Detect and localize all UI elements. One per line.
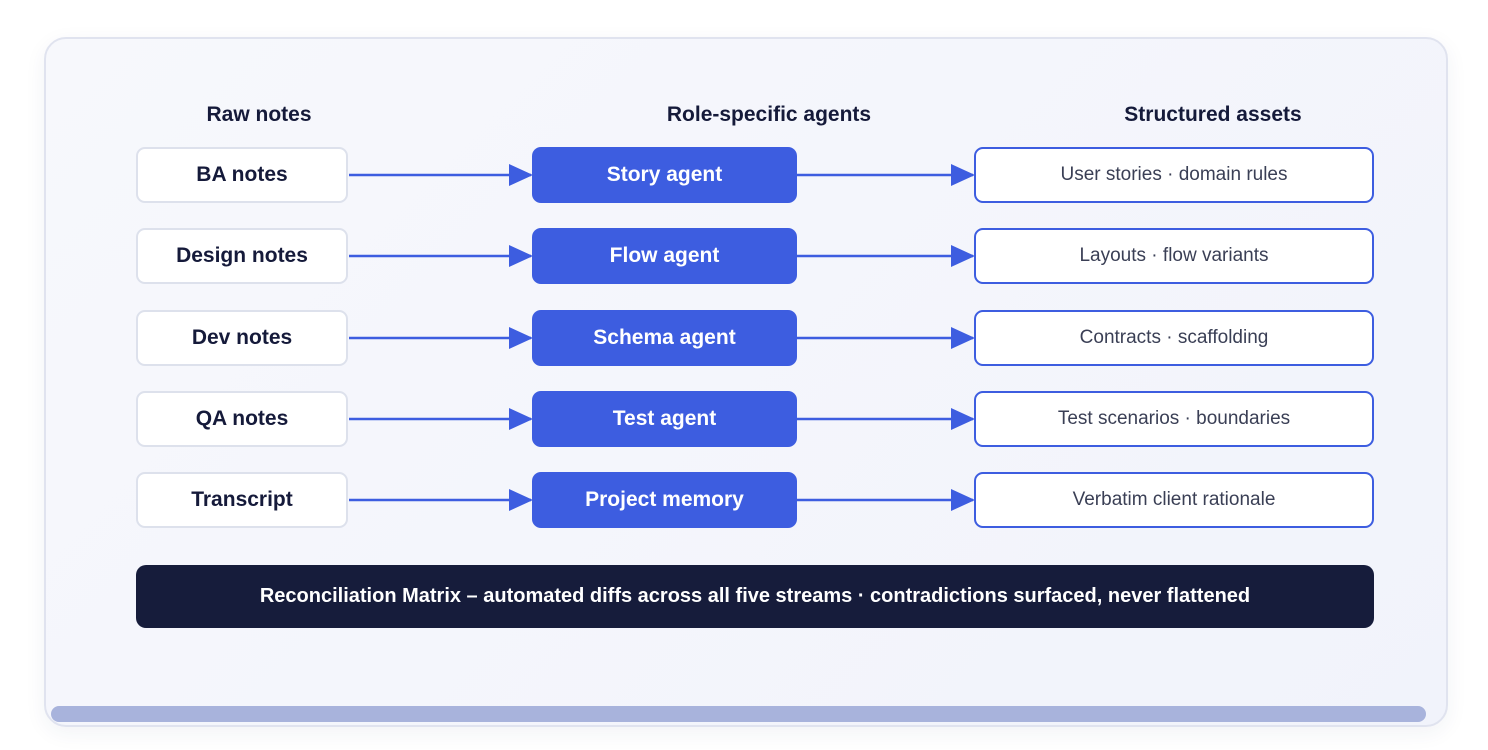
reconciliation-matrix-banner: Reconciliation Matrix – automated diffs … bbox=[136, 565, 1374, 628]
header-structured-assets: Structured assets bbox=[1124, 103, 1302, 126]
asset-verbatim-rationale: Verbatim client rationale bbox=[974, 472, 1374, 528]
agent-schema: Schema agent bbox=[532, 310, 797, 366]
horizontal-scrollbar[interactable] bbox=[51, 706, 1426, 722]
agent-flow: Flow agent bbox=[532, 228, 797, 284]
header-raw-notes: Raw notes bbox=[206, 103, 312, 126]
asset-test-scenarios: Test scenarios · boundaries bbox=[974, 391, 1374, 447]
header-role-specific-agents: Role-specific agents bbox=[666, 103, 872, 126]
asset-layouts: Layouts · flow variants bbox=[974, 228, 1374, 284]
agent-project-memory: Project memory bbox=[532, 472, 797, 528]
raw-note-dev: Dev notes bbox=[136, 310, 348, 366]
asset-contracts: Contracts · scaffolding bbox=[974, 310, 1374, 366]
raw-note-design: Design notes bbox=[136, 228, 348, 284]
asset-user-stories: User stories · domain rules bbox=[974, 147, 1374, 203]
raw-note-ba: BA notes bbox=[136, 147, 348, 203]
agent-test: Test agent bbox=[532, 391, 797, 447]
raw-note-transcript: Transcript bbox=[136, 472, 348, 528]
raw-note-qa: QA notes bbox=[136, 391, 348, 447]
agent-story: Story agent bbox=[532, 147, 797, 203]
